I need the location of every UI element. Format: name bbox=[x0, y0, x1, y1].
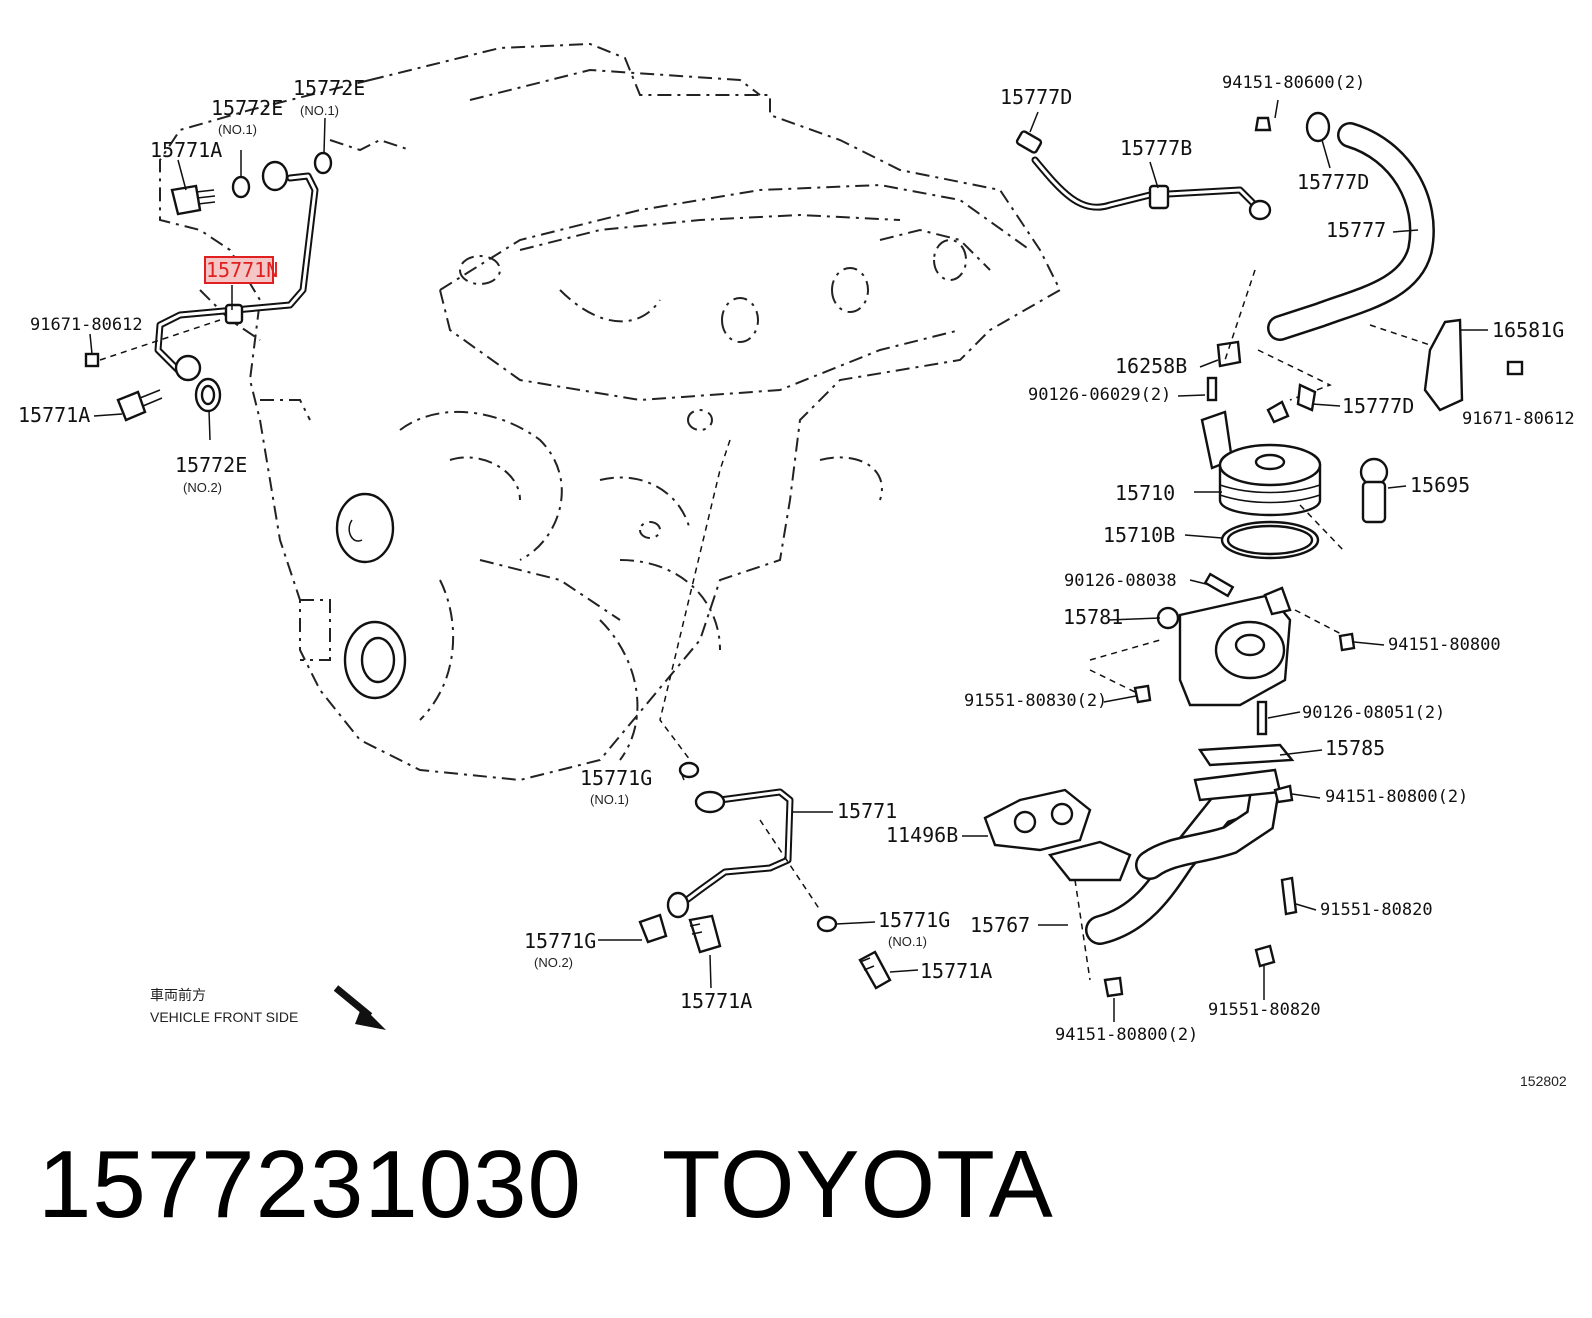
label-15777D-c: 15777D bbox=[1342, 394, 1414, 418]
oil-filter-assembly-drawing bbox=[1089, 269, 1389, 767]
label-15710: 15710 bbox=[1115, 481, 1175, 505]
label-15771N: 15771N bbox=[206, 258, 278, 282]
label-94151-80800-b: 94151-80800(2) bbox=[1325, 787, 1468, 807]
label-15785: 15785 bbox=[1325, 736, 1385, 760]
label-91671-80612-b: 91671-80612 bbox=[1462, 409, 1575, 429]
pipe-15771N-drawing bbox=[84, 151, 333, 422]
label-no2-g3: (NO.2) bbox=[534, 955, 573, 970]
caption: 1577231030 TOYOTA bbox=[38, 1130, 1134, 1240]
label-15771G-no1-b: 15771G bbox=[878, 908, 950, 932]
crank-pulley-drawing bbox=[335, 492, 407, 700]
direction-label-en: VEHICLE FRONT SIDE bbox=[150, 1009, 298, 1025]
label-94151-80800-c: 94151-80800(2) bbox=[1055, 1025, 1198, 1045]
label-15772E-no1-a: 15772E bbox=[211, 96, 283, 120]
label-15771G-no2: 15771G bbox=[524, 929, 596, 953]
label-15767: 15767 bbox=[970, 913, 1030, 937]
label-15777: 15777 bbox=[1326, 218, 1386, 242]
label-15771A-c: 15771A bbox=[920, 959, 992, 983]
label-90126-08038: 90126-08038 bbox=[1064, 571, 1177, 591]
label-15777D-b: 15777D bbox=[1297, 170, 1369, 194]
label-11496B: 11496B bbox=[886, 823, 958, 847]
vehicle-front-indicator: 車両前方 VEHICLE FRONT SIDE bbox=[150, 985, 386, 1030]
label-91551-80830: 91551-80830(2) bbox=[964, 691, 1107, 711]
label-15771A-d: 15771A bbox=[680, 989, 752, 1013]
label-15771: 15771 bbox=[837, 799, 897, 823]
hose-15777-drawing bbox=[1257, 111, 1524, 412]
label-15771G-no1-a: 15771G bbox=[580, 766, 652, 790]
label-16581G: 16581G bbox=[1492, 318, 1564, 342]
label-no1-b: (NO.1) bbox=[300, 103, 339, 118]
label-16258B: 16258B bbox=[1115, 354, 1187, 378]
caption-part-number: 1577231030 bbox=[38, 1131, 582, 1238]
direction-arrow-icon bbox=[333, 985, 386, 1030]
cooler-pipe-15767-drawing bbox=[983, 768, 1298, 998]
caption-brand: TOYOTA bbox=[661, 1131, 1054, 1238]
highlight-box bbox=[204, 256, 274, 284]
label-no1-g2: (NO.1) bbox=[888, 934, 927, 949]
label-15695: 15695 bbox=[1410, 473, 1470, 497]
label-15771A-a: 15771A bbox=[150, 138, 222, 162]
label-15710B: 15710B bbox=[1103, 523, 1175, 547]
label-15781: 15781 bbox=[1063, 605, 1123, 629]
label-no2-c: (NO.2) bbox=[183, 480, 222, 495]
label-no1-a: (NO.1) bbox=[218, 122, 257, 137]
label-15777D-a: 15777D bbox=[1000, 85, 1072, 109]
label-no1-g1: (NO.1) bbox=[590, 792, 629, 807]
label-94151-80600: 94151-80600(2) bbox=[1222, 73, 1365, 93]
label-90126-06029: 90126-06029(2) bbox=[1028, 385, 1171, 405]
label-15771A-b: 15771A bbox=[18, 403, 90, 427]
direction-label-jp: 車両前方 bbox=[150, 987, 206, 1003]
leader-lines bbox=[89, 99, 1488, 1022]
engine-outline bbox=[159, 42, 1062, 782]
pipe-15771-drawing bbox=[638, 439, 892, 990]
figure-id: 152802 bbox=[1520, 1073, 1567, 1089]
label-91551-80820-b: 91551-80820 bbox=[1208, 1000, 1321, 1020]
label-15772E-no1-b: 15772E bbox=[293, 76, 365, 100]
label-90126-08051: 90126-08051(2) bbox=[1302, 703, 1445, 723]
label-15772E-no2: 15772E bbox=[175, 453, 247, 477]
label-94151-80800-a: 94151-80800 bbox=[1388, 635, 1501, 655]
hose-15777B-drawing bbox=[1015, 116, 1272, 221]
part-labels: 15772E (NO.1) 15772E (NO.1) 15771A 15771… bbox=[18, 73, 1575, 1045]
label-91551-80820-a: 91551-80820 bbox=[1320, 900, 1433, 920]
label-15777B: 15777B bbox=[1120, 136, 1192, 160]
label-91671-80612-a: 91671-80612 bbox=[30, 315, 143, 335]
